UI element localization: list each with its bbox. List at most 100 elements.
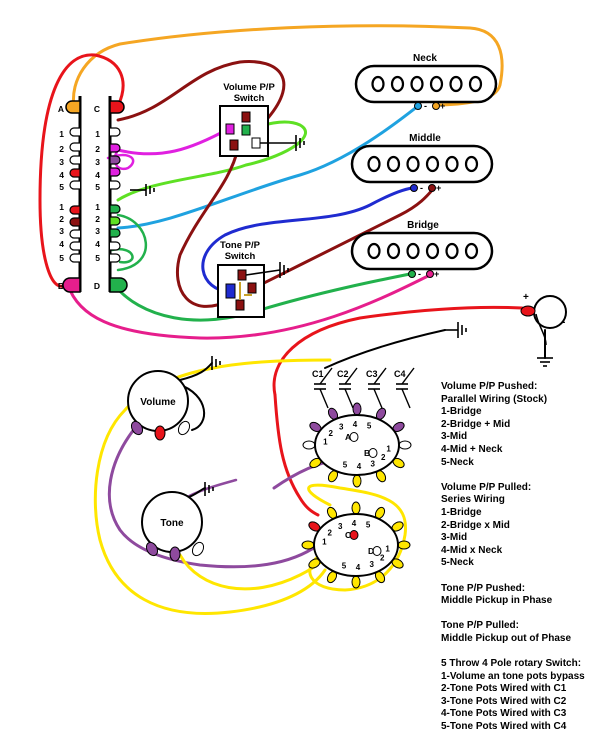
ground-symbol-jack [537, 357, 553, 367]
pole-piece [371, 75, 385, 93]
pole-piece [468, 75, 483, 93]
note-line: 2-Bridge + Mid [441, 418, 511, 430]
selector-left-label: 3 [59, 226, 64, 236]
wire-red-rotary [273, 393, 320, 517]
pickup-neck-label: Neck [413, 53, 437, 64]
rotary-position-number: 1 [386, 444, 391, 453]
note-line: 1-Bridge [441, 506, 482, 518]
wire-red-jack [272, 305, 524, 397]
rotary-lug [397, 540, 411, 550]
tone-pp-switch: Tone P/P Switch [217, 240, 289, 318]
volume-pp-switch: Volume P/P Switch [219, 82, 305, 157]
rotary-lug [351, 501, 361, 515]
rotary-position-number: 2 [328, 429, 333, 438]
wire-black-cap-bus [324, 329, 446, 369]
selector-left-label: 1 [59, 129, 64, 139]
rotary-lug [352, 474, 362, 488]
selector-right-label: 4 [95, 170, 100, 180]
jack-tip-lug [520, 305, 536, 317]
note-line: 4-Tone Pots Wired with C3 [441, 708, 567, 720]
pole-piece [464, 242, 479, 260]
selector-open-contacts [69, 127, 121, 263]
rotary-position-number: 1 [385, 544, 390, 553]
selector-right-label: 2 [95, 214, 100, 224]
note-line: 4-Mid + Neck [441, 443, 503, 455]
selector-right-label: 5 [95, 253, 100, 263]
tone-pp-switch-label-1: Tone P/P [220, 240, 261, 251]
selector-left-label: 2 [59, 214, 64, 224]
pole-piece [425, 242, 440, 260]
selector-left-label: 4 [59, 170, 64, 180]
pickup-neck-minus-terminal [414, 102, 422, 110]
pickup-neck-minus: - [424, 101, 427, 111]
selector-right-label: 3 [95, 157, 100, 167]
selector-contacts [69, 143, 121, 238]
note-line: 3-Mid [441, 532, 468, 544]
rotary-deck-body [314, 414, 400, 476]
pole-piece [386, 155, 401, 173]
pickup-middle-plus: + [436, 183, 441, 193]
selector-left-label: B [58, 281, 64, 291]
selector-left-label: 3 [59, 157, 64, 167]
pole-piece [464, 155, 479, 173]
pole-piece [367, 242, 381, 260]
note-block: Tone P/P Pushed:Middle Pickup in Phase [441, 583, 609, 608]
ground-symbol-capacitors [445, 322, 467, 338]
pickup-neck-plus-terminal [432, 102, 440, 110]
note-line: 3-Tone Pots Wired with C2 [441, 695, 567, 707]
rotary-position-number: 5 [366, 521, 371, 530]
wire-purple-1 [107, 426, 320, 569]
lug-a [65, 100, 81, 114]
selector-right-label: 4 [95, 239, 100, 249]
pole-piece [367, 155, 381, 173]
ground-symbol-tone-switch [279, 262, 289, 278]
rotary-pole-label: B [364, 448, 370, 458]
wire-yellow-1 [93, 358, 332, 615]
selector-right-label: 1 [95, 202, 100, 212]
wire-pink [66, 272, 434, 340]
pole-piece [390, 75, 405, 93]
pickup-neck-plus: + [440, 101, 445, 111]
pickup-neck: Neck - + [354, 53, 498, 111]
wire-green-2 [116, 213, 148, 272]
note-block: Volume P/P Pushed:Parallel Wiring (Stock… [441, 381, 609, 469]
pickup-middle-minus: - [420, 183, 423, 193]
rotary-position-number: 3 [370, 459, 375, 468]
tone-pp-switch-label-2: Switch [225, 251, 256, 262]
selector-right-label: 5 [95, 182, 100, 192]
pickup-bridge: Bridge - + [350, 220, 494, 279]
note-title: Volume P/P Pulled: [441, 481, 532, 493]
pickup-middle-label: Middle [409, 133, 441, 144]
pickup-bridge-minus: - [418, 269, 421, 279]
wire-blue [201, 186, 414, 294]
rotary-lug [398, 440, 412, 450]
lug-b [62, 277, 81, 293]
rotary-position-number: 5 [342, 561, 347, 570]
pickup-middle: Middle - + [350, 133, 494, 193]
selector-left-label: 5 [59, 182, 64, 192]
selector-left-label: 2 [59, 144, 64, 154]
wire-magenta [116, 126, 232, 156]
rotary-lug [352, 402, 362, 416]
rotary-lug [301, 540, 315, 550]
output-jack: + - [520, 292, 567, 367]
note-line: 2-Bridge x Mid [441, 519, 510, 531]
note-line: 3-Mid [441, 431, 468, 443]
capacitor-label: C3 [366, 369, 378, 379]
rotary-position-number: 3 [369, 560, 374, 569]
note-line: Middle Pickup out of Phase [441, 632, 572, 644]
note-title: Tone P/P Pushed: [441, 582, 526, 594]
jack-minus: - [562, 317, 565, 328]
rotary-pole-label: A [345, 432, 351, 442]
note-line: 4-Mid x Neck [441, 544, 503, 556]
rotary-pole-contact [372, 546, 382, 556]
selector-right-label: 3 [95, 226, 100, 236]
note-line: 5-Neck [441, 557, 474, 569]
lug-c [109, 100, 125, 114]
wiring-notes: Volume P/P Pushed:Parallel Wiring (Stock… [441, 381, 609, 746]
rotary-lug [351, 575, 361, 589]
